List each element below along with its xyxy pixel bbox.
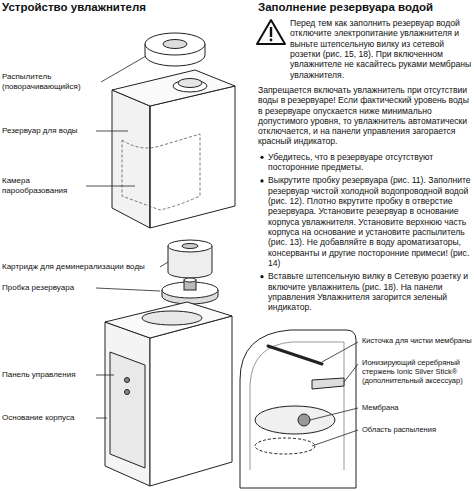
part-label: Панель управления: [2, 370, 92, 380]
bullet-text: Убедитесь, что в резервуаре отсутствуют …: [268, 152, 472, 173]
leader-line: [312, 430, 358, 446]
leader-line: [86, 186, 135, 187]
warning-triangle: [270, 39, 273, 42]
nozzle-drawing: [145, 33, 205, 66]
warning-triangle: [257, 20, 285, 44]
tank-drawing: [112, 70, 235, 228]
cartridge-drawing: [168, 240, 212, 252]
bullet-dot: [260, 156, 263, 279]
plug-drawing: [184, 278, 196, 282]
tank-drawing: [150, 86, 235, 228]
tank-drawing: [178, 79, 202, 88]
tank-drawing: [112, 90, 150, 228]
section-heading: Устройство увлажнителя: [2, 1, 227, 15]
leader-line: [96, 418, 107, 419]
base-drawing: [105, 302, 232, 486]
part-label: Ионизирующий серебряный стержень Ionic S…: [362, 358, 472, 385]
plug-drawing: [162, 278, 218, 304]
base-drawing: [110, 352, 145, 468]
base-topview-drawing: [312, 378, 344, 389]
body-text: Запрещается включать увлажнитель при отс…: [258, 85, 472, 147]
base-drawing: [125, 390, 130, 395]
bullet-dot: [260, 275, 263, 278]
base-drawing: [105, 302, 232, 338]
warning-triangle: [257, 20, 285, 44]
part-label: Кисточка для чистки мембраны: [362, 336, 472, 345]
leader-line: [322, 342, 358, 362]
base-topview-drawing: [240, 330, 356, 488]
base-topview-drawing: [298, 414, 310, 426]
bullet-text: Вставьте штепсельную вилку в Сетевую роз…: [268, 271, 472, 312]
base-topview-drawing: [255, 438, 315, 454]
part-label: Камера парообразования: [2, 176, 82, 195]
cartridge-drawing: [168, 240, 212, 278]
part-label: Резервуар для воды: [2, 126, 92, 136]
leader-line: [160, 262, 168, 267]
leader-line: [344, 364, 358, 382]
nozzle-drawing: [163, 40, 187, 49]
base-topview-drawing: [240, 330, 356, 488]
cartridge-drawing: [182, 244, 198, 249]
part-label: Область распыления: [362, 425, 472, 434]
base-topview-drawing: [268, 346, 322, 364]
part-label: Пробка резервуара: [2, 283, 92, 293]
leader-line: [101, 56, 146, 82]
base-topview-drawing: [250, 342, 344, 470]
tank-drawing: [112, 70, 235, 106]
nozzle-drawing: [145, 33, 205, 55]
base-drawing: [150, 316, 232, 486]
part-label: Основание корпуса: [2, 413, 92, 423]
warning-triangle: [270, 27, 272, 37]
leader-line: [96, 288, 160, 291]
part-label: Распылитель (поворачивающийся): [2, 72, 100, 91]
base-drawing: [105, 322, 150, 486]
bullet-text: Выкрутите пробку резервуара (рис. 11). З…: [268, 175, 472, 268]
leader-line: [96, 131, 128, 132]
bullet-dot: [260, 156, 263, 159]
part-label: Мембрана: [362, 403, 472, 412]
section-heading: Заполнение резервуара водой: [258, 1, 472, 15]
bullet-dot: [260, 179, 263, 182]
leader-line: [86, 56, 168, 418]
leader-line: [96, 375, 114, 376]
base-drawing: [142, 311, 202, 325]
part-label: Картридж для деминерализации воды: [2, 262, 157, 272]
warning-text: Перед тем как заполнить резервуар водой …: [290, 18, 472, 80]
leader-line: [310, 342, 358, 446]
tank-drawing: [150, 106, 151, 228]
base-drawing: [125, 378, 130, 383]
leader-line: [310, 408, 358, 420]
tank-drawing: [122, 134, 200, 210]
base-topview-drawing: [255, 406, 335, 434]
